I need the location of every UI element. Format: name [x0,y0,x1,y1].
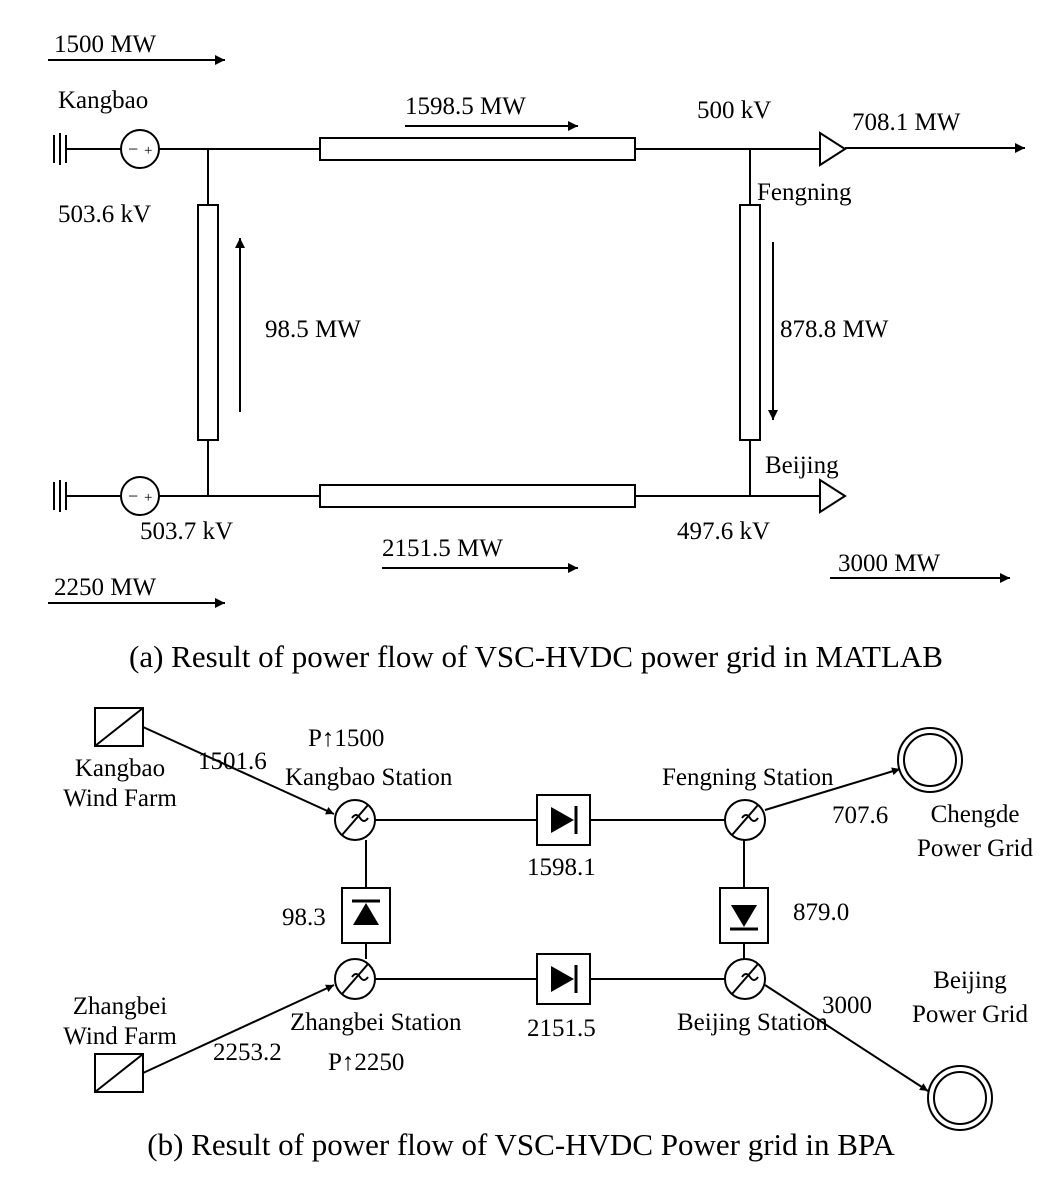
beijing-grid-line1: Beijing [933,967,1007,994]
panel-b: Kangbao Wind Farm Zhangbei Wind Farm [63,707,1033,1162]
line-bottom [319,484,636,508]
power-grid-chengde [897,727,963,793]
chengde-grid-line1: Chengde [931,801,1020,828]
chengde-grid-line2: Power Grid [917,835,1033,862]
zhangbei-station-label: Zhangbei Station [290,1009,462,1036]
line-right [739,204,761,441]
caption-a: (a) Result of power flow of VSC-HVDC pow… [129,639,943,674]
kangbao-station-label: Kangbao Station [285,764,453,791]
kangbao-voltage: 503.6 kV [58,201,151,228]
wind-farm-zhangbei [94,1053,144,1093]
kangbao-wind-farm-line1: Kangbao [75,755,165,782]
fengning-voltage: 500 kV [697,97,771,124]
converter-zhangbei-station [334,958,376,1000]
beijing-voltage: 497.6 kV [677,518,770,545]
top-flow: 1598.1 [527,854,596,881]
converter-kangbao-station [334,799,376,841]
input-flow-bottom: 2250 MW [48,574,225,608]
output-terminal-fengning [819,131,847,167]
dc-source-kangbao: − + [120,129,160,169]
out-top-flow: 708.1 MW [852,109,961,136]
diode-bottom [536,953,591,1005]
tie-beijing [764,984,929,1092]
beijing-flow: 3000 [822,992,872,1019]
fengning-station-label: Fengning Station [662,764,834,791]
output-terminal-beijing [819,478,847,514]
beijing-station-label: Beijing Station [677,1009,828,1036]
beijing-grid-line2: Power Grid [912,1001,1028,1028]
zhangbei-voltage: 503.7 kV [140,518,233,545]
kangbao-wind-farm-line2: Wind Farm [63,785,177,812]
feeder-kangbao [142,726,335,815]
right-flow: 879.0 [793,899,849,926]
wf-kangbao-flow: 1501.6 [198,748,267,775]
fengning-label: Fengning [757,179,852,206]
dc-source-zhangbei: − + [120,476,160,516]
bottom-flow: 2151.5 [527,1015,596,1042]
zhangbei-wind-farm-line2: Wind Farm [63,1023,177,1050]
kangbao-label: Kangbao [58,87,148,114]
ground-symbol-top [53,133,120,165]
power-grid-beijing [927,1065,993,1131]
line-top [319,137,636,161]
input-flow-top: 1500 MW [48,31,225,65]
plus-sign: + [144,143,152,159]
zhangbei-wind-farm-line1: Zhangbei [73,993,167,1020]
left-flow: 98.3 [282,904,326,931]
diode-top [536,794,591,846]
minus-sign: − [128,139,138,159]
ground-symbol-bottom [53,480,120,512]
input-flow-bottom-label: 2250 MW [54,574,156,601]
tie-chengde [764,767,901,811]
input-flow-top-label: 1500 MW [54,31,156,58]
beijing-label: Beijing [765,452,839,479]
minus-sign: − [128,486,138,506]
converter-beijing-station [724,958,766,1000]
p-zhangbei: P↑2250 [328,1049,404,1076]
wf-zhangbei-flow: 2253.2 [213,1039,282,1066]
p-kangbao: P↑1500 [308,725,384,752]
left-line-flow: 98.5 MW [265,316,361,343]
diode-right [719,887,769,944]
panel-a: 1500 MW 2250 MW − + − + [48,31,1025,674]
bottom-line-flow: 2151.5 MW [382,535,503,562]
diode-left [341,887,391,944]
converter-fengning-station [724,799,766,841]
top-line-flow: 1598.5 MW [405,93,526,120]
wind-farm-kangbao [94,707,144,747]
feeder-zhangbei [142,984,335,1074]
chengde-flow: 707.6 [832,802,888,829]
right-line-flow: 878.8 MW [780,316,889,343]
caption-b: (b) Result of power flow of VSC-HVDC Pow… [147,1127,895,1162]
out-bottom-flow: 3000 MW [838,550,940,577]
plus-sign: + [144,490,152,506]
line-left [197,204,219,441]
